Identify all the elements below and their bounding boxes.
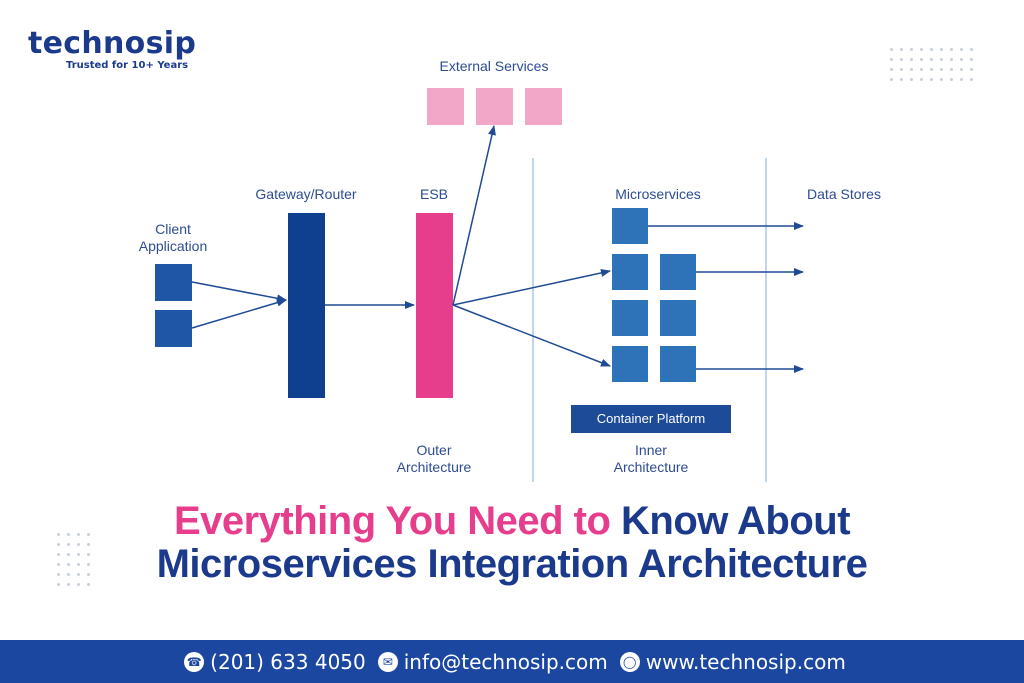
data-stores-label: Data Stores xyxy=(807,186,881,202)
microservice-box xyxy=(612,300,648,336)
logo-wordmark: technosip xyxy=(28,26,197,61)
client-label-line1: Client xyxy=(155,221,191,237)
headline-navy: Know About xyxy=(621,499,851,543)
dot-grid-left xyxy=(57,533,90,586)
headline-line1: Everything You Need to Know About xyxy=(0,500,1024,543)
microservice-box xyxy=(660,254,696,290)
architecture-diagram xyxy=(155,88,804,482)
headline-pink: Everything You Need to xyxy=(173,499,611,543)
outer-label-line2: Architecture xyxy=(396,459,472,475)
gateway-router-label: Gateway/Router xyxy=(255,186,357,202)
mail-icon: ✉ xyxy=(377,651,398,672)
dot-grid-top-right xyxy=(890,48,973,81)
arrow-esb-microservices xyxy=(452,268,611,306)
outer-architecture-label: Outer Architecture xyxy=(374,442,494,476)
esb-label: ESB xyxy=(419,186,448,202)
inner-label-line1: Inner xyxy=(635,442,667,458)
microservice-box xyxy=(660,300,696,336)
footer-phone[interactable]: (201) 633 4050 xyxy=(210,649,366,674)
external-service-box xyxy=(476,88,513,125)
footer-email[interactable]: info@technosip.com xyxy=(403,649,608,674)
esb-bar xyxy=(416,213,453,398)
client-box xyxy=(155,310,192,347)
footer-website[interactable]: www.technosip.com xyxy=(645,649,846,674)
arrow-client-gateway xyxy=(191,281,287,303)
client-box xyxy=(155,264,192,301)
client-application-label: Client Application xyxy=(113,221,233,255)
phone-icon: ☎ xyxy=(184,651,205,672)
arrow-client-gateway xyxy=(191,298,287,329)
external-service-box xyxy=(525,88,562,125)
logo: technosip Trusted for 10+ Years xyxy=(28,28,196,72)
client-label-line2: Application xyxy=(138,238,208,254)
headline-line2: Microservices Integration Architecture xyxy=(156,542,868,586)
container-platform-bar: Container Platform xyxy=(571,405,731,433)
logo-tagline: Trusted for 10+ Years xyxy=(66,60,189,71)
microservice-box xyxy=(612,208,648,244)
external-services-label: External Services xyxy=(439,58,549,74)
microservice-box xyxy=(612,254,648,290)
arrow-esb-external xyxy=(452,125,496,306)
globe-icon: ◯ xyxy=(619,651,640,672)
page-title: Everything You Need to Know About Micros… xyxy=(0,500,1024,586)
microservices-label: Microservices xyxy=(615,186,701,202)
arrow-esb-microservices xyxy=(452,304,611,367)
inner-label-line2: Architecture xyxy=(613,459,689,475)
contact-footer: ☎ (201) 633 4050 ✉ info@technosip.com ◯ … xyxy=(0,640,1024,683)
external-service-box xyxy=(427,88,464,125)
outer-label-line1: Outer xyxy=(416,442,452,458)
gateway-router-bar xyxy=(288,213,325,398)
microservice-box xyxy=(612,346,648,382)
microservice-box xyxy=(660,346,696,382)
inner-architecture-label: Inner Architecture xyxy=(591,442,711,476)
